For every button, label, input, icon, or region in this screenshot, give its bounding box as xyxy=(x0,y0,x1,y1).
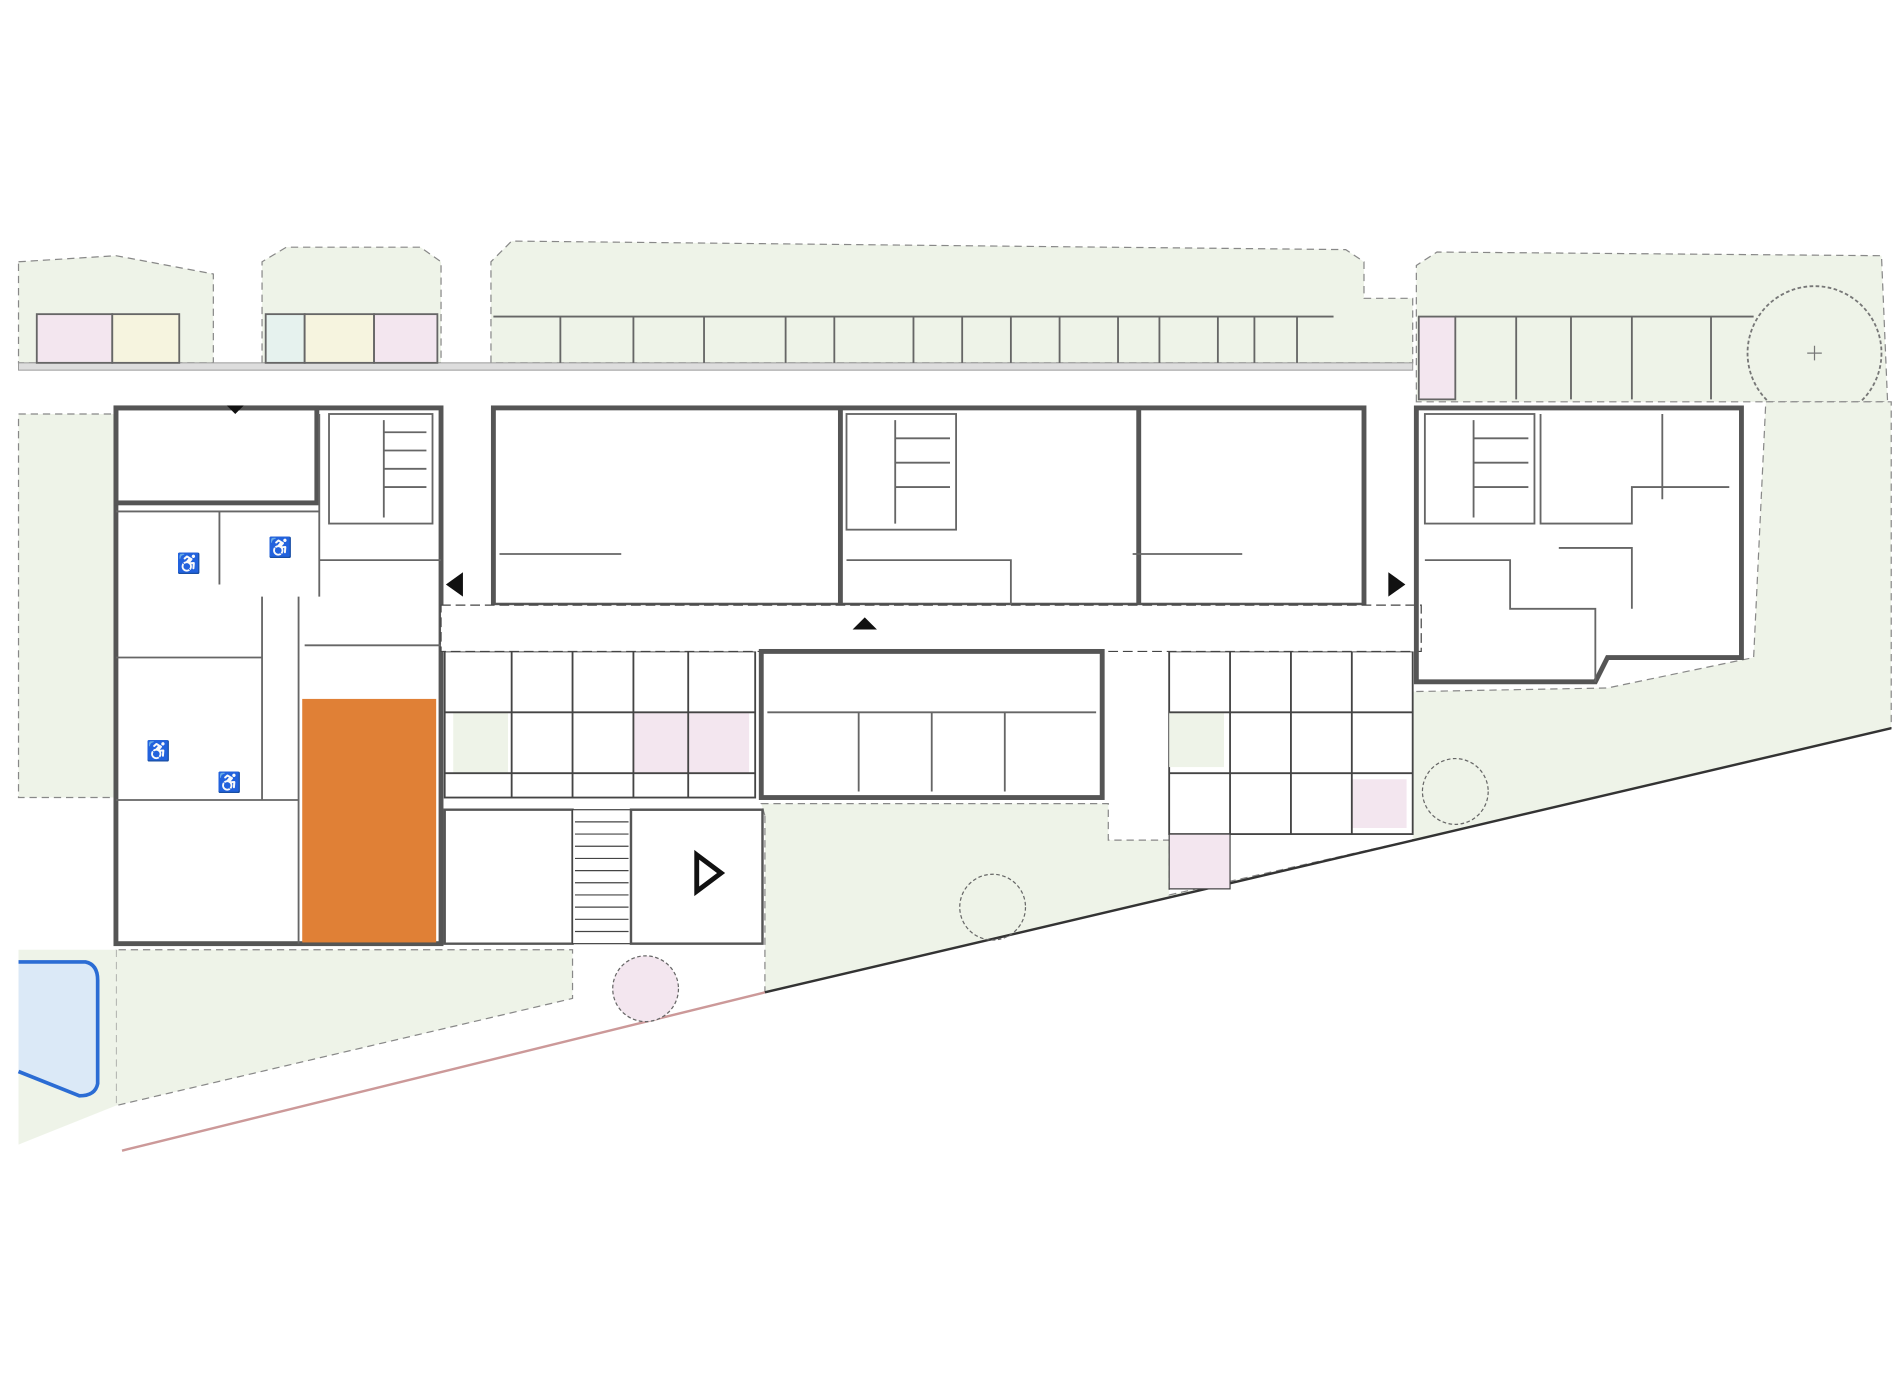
stair xyxy=(1472,420,1529,518)
svg-text:♿: ♿ xyxy=(146,739,170,762)
building-central xyxy=(440,405,1422,945)
accessible-bathroom-icon: ♿ ♿ ♿ ♿ xyxy=(146,536,292,794)
stair xyxy=(894,420,951,524)
stair xyxy=(382,420,427,518)
tree xyxy=(1421,757,1489,825)
svg-text:♿: ♿ xyxy=(217,771,241,794)
courtyard-east xyxy=(1168,650,1414,890)
pool xyxy=(17,960,100,1098)
north-gardens xyxy=(17,240,1889,421)
south-gardens xyxy=(17,401,1892,1152)
svg-text:♿: ♿ xyxy=(268,536,292,559)
courtyard-west xyxy=(443,650,757,799)
entrance-arrow xyxy=(226,405,1406,897)
garden-plot-dividers xyxy=(35,313,1754,401)
tree xyxy=(612,955,680,1023)
tree xyxy=(959,873,1027,941)
building-west: ♿ ♿ ♿ ♿ xyxy=(113,405,444,947)
building-east xyxy=(1413,405,1744,685)
svg-text:♿: ♿ xyxy=(177,552,201,575)
stair xyxy=(574,821,629,933)
highlighted-room xyxy=(302,698,437,943)
